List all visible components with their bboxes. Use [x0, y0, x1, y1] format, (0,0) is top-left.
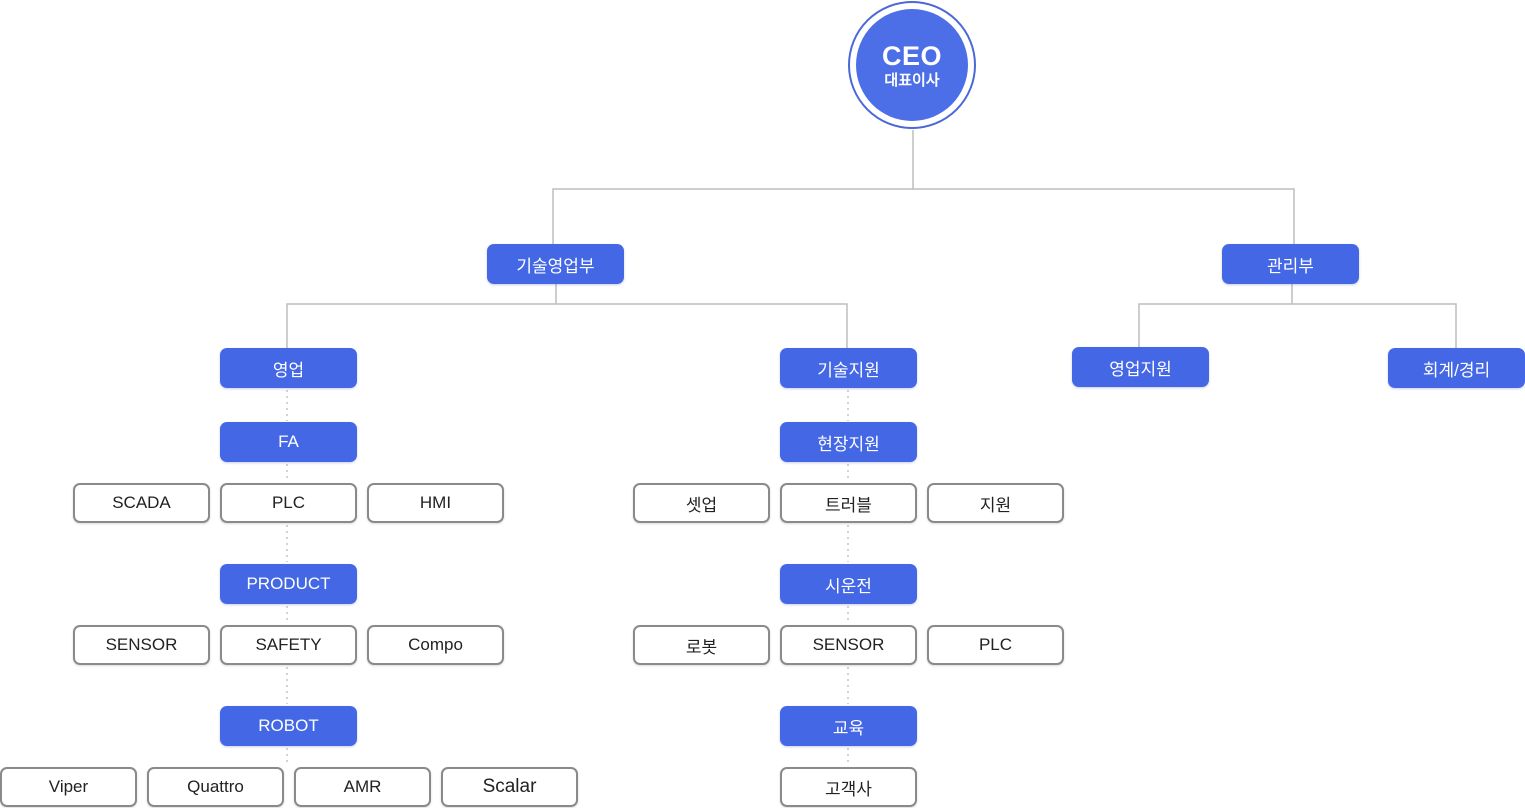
item-hmi[interactable]: HMI	[367, 483, 504, 523]
ceo-title: CEO	[881, 40, 942, 71]
department-sales-support[interactable]: 영업지원	[1072, 347, 1209, 387]
item-trouble[interactable]: 트러블	[780, 483, 917, 523]
group-trial-run[interactable]: 시운전	[780, 564, 917, 604]
item-customer[interactable]: 고객사	[780, 767, 917, 807]
group-fa[interactable]: FA	[220, 422, 357, 462]
division-admin[interactable]: 관리부	[1222, 244, 1359, 284]
item-scada[interactable]: SCADA	[73, 483, 210, 523]
group-education[interactable]: 교육	[780, 706, 917, 746]
group-product[interactable]: PRODUCT	[220, 564, 357, 604]
connector-techsales-departments	[286, 284, 848, 348]
division-tech-sales[interactable]: 기술영업부	[487, 244, 624, 284]
connector-admin-departments	[1138, 284, 1457, 348]
ceo-node[interactable]: CEO 대표이사	[848, 1, 976, 129]
item-trial-plc[interactable]: PLC	[927, 625, 1064, 665]
item-viper[interactable]: Viper	[0, 767, 137, 807]
item-plc[interactable]: PLC	[220, 483, 357, 523]
item-compo[interactable]: Compo	[367, 625, 504, 665]
item-trial-sensor[interactable]: SENSOR	[780, 625, 917, 665]
ceo-circle: CEO 대표이사	[856, 9, 968, 121]
item-quattro[interactable]: Quattro	[147, 767, 284, 807]
department-tech-support[interactable]: 기술지원	[780, 348, 917, 388]
item-safety[interactable]: SAFETY	[220, 625, 357, 665]
item-support[interactable]: 지원	[927, 483, 1064, 523]
item-setup[interactable]: 셋업	[633, 483, 770, 523]
department-sales[interactable]: 영업	[220, 348, 357, 388]
item-scalar[interactable]: Scalar	[441, 767, 578, 807]
item-amr[interactable]: AMR	[294, 767, 431, 807]
item-robot[interactable]: 로봇	[633, 625, 770, 665]
department-accounting[interactable]: 회계/경리	[1388, 348, 1525, 388]
connector-ceo-divisions	[552, 130, 1295, 244]
ceo-subtitle: 대표이사	[884, 71, 940, 89]
group-field-support[interactable]: 현장지원	[780, 422, 917, 462]
item-sensor[interactable]: SENSOR	[73, 625, 210, 665]
group-robot[interactable]: ROBOT	[220, 706, 357, 746]
